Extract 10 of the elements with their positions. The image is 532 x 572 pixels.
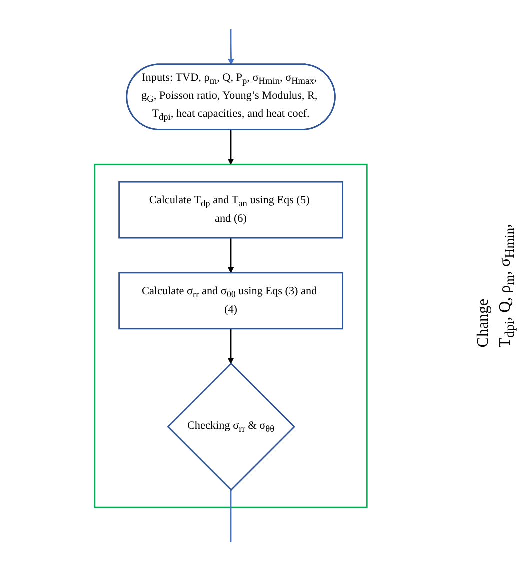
connector (230, 490, 232, 542)
arrow (228, 238, 234, 274)
arrow (228, 328, 234, 364)
node-box: Calculate σ$_{rr}$ and σ$_{θθ}$ using Eqs (3) and (4) (118, 272, 344, 330)
cluster (94, 164, 368, 508)
node-diamond: Checking σ$_{rr}$ & σ$_{θθ}$ (167, 362, 296, 492)
annotation-text: Change (475, 298, 494, 348)
node-box: Calculate T$_{dp}$ and T$_{an}$ using Eqs (5) and (6) (118, 181, 344, 239)
arrow (228, 30, 234, 66)
arrow (228, 130, 234, 165)
